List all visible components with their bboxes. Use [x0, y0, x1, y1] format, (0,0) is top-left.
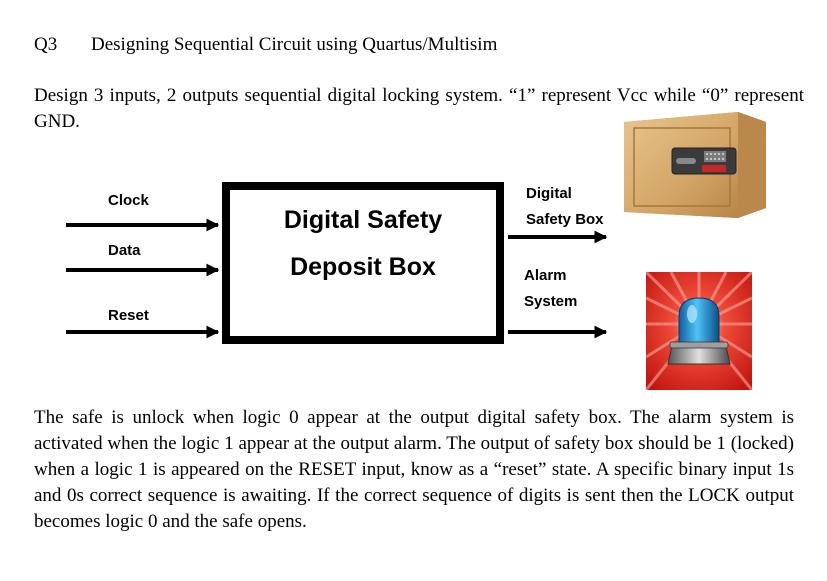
input-label-clock: Clock	[108, 192, 149, 209]
input-label-data: Data	[108, 242, 141, 259]
output-alarm-line1: Alarm	[524, 267, 567, 284]
block-title-line1: Digital Safety	[283, 206, 443, 234]
output-safety-line2: Safety Box	[526, 211, 604, 228]
question-title: Designing Sequential Circuit using Quart…	[91, 34, 498, 55]
deposit-box-block: Digital Safety Deposit Box	[222, 182, 504, 344]
output-label-alarm: Alarm System	[524, 263, 577, 315]
safe-illustration-image	[624, 112, 766, 218]
block-title-line2: Deposit Box	[290, 253, 436, 281]
question-intro: Design 3 inputs, 2 outputs sequential di…	[34, 85, 804, 132]
input-label-reset: Reset	[108, 307, 149, 324]
description-paragraph: The safe is unlock when logic 0 appear a…	[34, 407, 794, 532]
question-number: Q3	[34, 34, 58, 55]
alarm-siren-illustration-image	[646, 272, 752, 390]
output-safety-line1: Digital	[526, 185, 572, 202]
output-alarm-line2: System	[524, 293, 578, 310]
output-label-safety-box: Digital Safety Box	[526, 181, 604, 233]
